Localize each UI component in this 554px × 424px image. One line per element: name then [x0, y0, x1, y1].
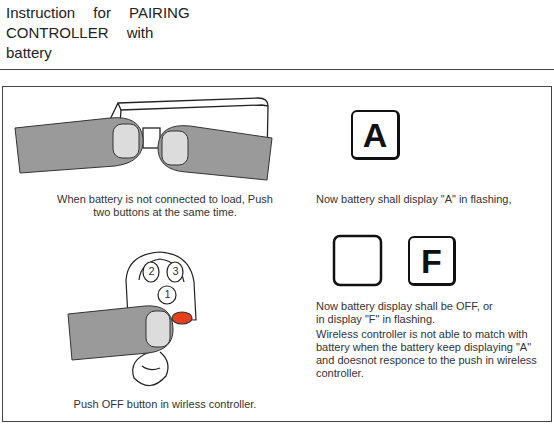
callout-number: 2 [147, 265, 156, 278]
title-rule [0, 69, 554, 70]
display-letter: A [363, 117, 388, 153]
frame [3, 87, 552, 422]
step-caption: Now battery display shall be OFF, or in … [316, 300, 496, 326]
blank-display [334, 236, 381, 285]
thumb-left [15, 118, 143, 173]
display-icon: A [351, 110, 400, 160]
thumb-right [158, 126, 272, 180]
callout-number: 1 [163, 288, 172, 301]
title: Instruction for PAIRING CONTROLLER with … [6, 3, 190, 63]
display-icon: F [408, 236, 456, 286]
step-caption: Now battery shall display "A" in flashin… [316, 193, 546, 206]
callout-number: 3 [171, 265, 180, 278]
thumb-remote [68, 306, 173, 360]
step-caption: Push OFF button in wirless controller. [52, 398, 278, 411]
step-caption: When battery is not connected to load, P… [52, 193, 278, 219]
note-text: Wireless controller is not able to match… [316, 328, 548, 380]
display-letter: F [421, 243, 442, 279]
